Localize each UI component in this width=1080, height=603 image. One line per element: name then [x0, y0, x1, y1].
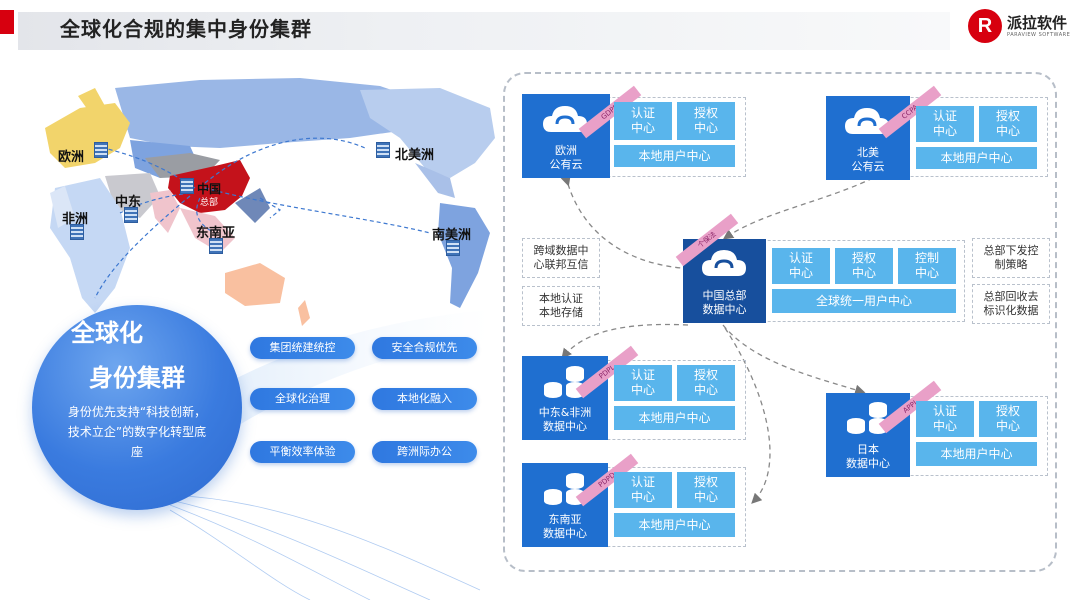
header-band	[18, 12, 950, 50]
pill-global-governance: 全球化治理	[250, 388, 355, 410]
node-mea-dc: 中东&非洲 数据中心	[522, 356, 608, 440]
map-label-southeast-asia: 东南亚	[196, 226, 236, 241]
pill-efficiency-experience: 平衡效率体验	[250, 441, 355, 463]
note-cross-border-trust: 跨域数据中 心联邦互信	[522, 238, 600, 278]
map-label-europe: 欧洲	[58, 150, 85, 165]
building-icon	[70, 224, 84, 240]
hero-title-line2: 身份集群	[89, 364, 185, 392]
cloud-icon	[543, 106, 587, 132]
hq-authz-center: 授权 中心	[835, 248, 893, 284]
hq-control-center: 控制 中心	[898, 248, 956, 284]
map-label-north-america: 北美洲	[395, 148, 435, 163]
note-local-storage: 本地认证 本地存储	[522, 286, 600, 326]
eu-auth-center: 认证 中心	[614, 102, 672, 140]
mea-local-user-center: 本地用户中心	[614, 406, 735, 430]
cloud-icon	[845, 108, 889, 134]
hero-description: 身份优先支持“科技创新，技术立企”的数字化转型底座	[67, 405, 207, 459]
node-sea-dc: 东南亚 数据中心	[522, 463, 608, 547]
map-label-china: 中国	[197, 182, 222, 196]
eu-authz-center: 授权 中心	[677, 102, 735, 140]
mea-auth-center: 认证 中心	[614, 365, 672, 401]
sea-local-user-center: 本地用户中心	[614, 513, 735, 537]
na-auth-center: 认证 中心	[916, 106, 974, 142]
building-icon	[124, 207, 138, 223]
header-accent	[0, 10, 14, 34]
pill-centralized-control: 集团统建统控	[250, 337, 355, 359]
map-label-middle-east: 中东	[115, 195, 142, 210]
architecture-panel	[503, 72, 1057, 572]
building-icon	[209, 238, 223, 254]
mea-authz-center: 授权 中心	[677, 365, 735, 401]
note-data-recall: 总部回收去 标识化数据	[972, 284, 1050, 324]
pill-compliance-first: 安全合规优先	[372, 337, 477, 359]
database-icon	[847, 402, 887, 434]
jp-local-user-center: 本地用户中心	[916, 442, 1037, 466]
building-icon	[94, 142, 108, 158]
pill-cross-continent-office: 跨洲际办公	[372, 441, 477, 463]
na-authz-center: 授权 中心	[979, 106, 1037, 142]
building-icon	[446, 240, 460, 256]
jp-authz-center: 授权 中心	[979, 401, 1037, 437]
jp-auth-center: 认证 中心	[916, 401, 974, 437]
sea-authz-center: 授权 中心	[677, 472, 735, 508]
database-icon	[544, 366, 584, 398]
pill-localization: 本地化融入	[372, 388, 477, 410]
hq-global-user-center: 全球统一用户中心	[772, 289, 956, 313]
building-icon	[180, 178, 194, 194]
node-japan-dc: 日本 数据中心	[826, 393, 910, 477]
map-label-hq: 总部	[200, 198, 219, 208]
cloud-icon	[702, 250, 746, 276]
sea-auth-center: 认证 中心	[614, 472, 672, 508]
page-title: 全球化合规的集中身份集群	[60, 17, 312, 41]
eu-local-user-center: 本地用户中心	[614, 145, 735, 167]
world-map	[45, 78, 495, 326]
hq-auth-center: 认证 中心	[772, 248, 830, 284]
paraview-logo-icon: R	[968, 9, 1002, 43]
logo-subtitle: PARAVIEW SOFTWARE	[1007, 32, 1071, 38]
note-policy-dispatch: 总部下发控 制策略	[972, 238, 1050, 278]
na-local-user-center: 本地用户中心	[916, 147, 1037, 169]
hero-circle	[32, 305, 242, 510]
map-label-africa: 非洲	[62, 212, 89, 227]
building-icon	[376, 142, 390, 158]
connector-lines	[560, 175, 874, 504]
hero-title-line1: 全球化	[71, 319, 143, 347]
logo-name: 派拉软件	[1007, 14, 1068, 32]
map-label-south-america: 南美洲	[432, 228, 472, 243]
